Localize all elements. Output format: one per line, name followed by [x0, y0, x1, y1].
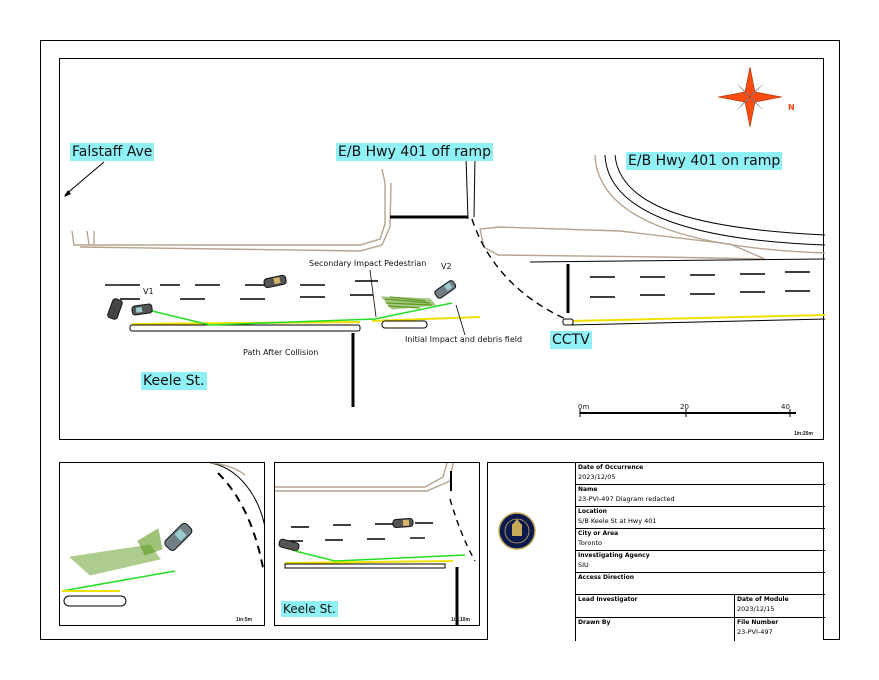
- police-seal: [498, 512, 536, 550]
- label-v2: V2: [441, 262, 452, 271]
- inset-label-keele-st: Keele St.: [281, 601, 338, 617]
- scale-label-end: 40: [781, 403, 790, 411]
- left-median-island: [129, 324, 361, 332]
- label-falstaff-ave: Falstaff Ave: [70, 143, 155, 161]
- tb-date-value: 2023/12/05: [578, 473, 616, 481]
- initial-impact-leader: [455, 304, 466, 336]
- label-v1: V1: [143, 287, 154, 296]
- tb-row-drawn: Drawn By: [576, 618, 735, 641]
- scale-ratio-main: 1in:20m: [794, 431, 813, 437]
- right-road-edge-top: [529, 258, 826, 263]
- falstaff-arrow: [64, 161, 105, 197]
- center-median-island: [381, 320, 428, 329]
- debris-field: [380, 296, 437, 310]
- vehicle-midroad: [263, 274, 287, 289]
- tb-agency-value: SIU: [578, 561, 589, 569]
- north-curb: [71, 168, 392, 252]
- tb-file-label: File Number: [737, 619, 779, 626]
- on-ramp-curb: [594, 154, 826, 254]
- scale-bar: [579, 409, 796, 417]
- scale-label-start: 0m: [578, 403, 590, 411]
- scale-ratio-inset-right: 1in:10m: [451, 617, 470, 623]
- inset-right-panel: Keele St. 1in:10m: [274, 462, 480, 626]
- tb-access-label: Access Direction: [578, 574, 634, 581]
- label-onramp: E/B Hwy 401 on ramp: [626, 152, 783, 170]
- offramp-dashed-edge: [471, 218, 571, 322]
- label-offramp: E/B Hwy 401 off ramp: [336, 143, 494, 161]
- vehicle-v1: [131, 303, 153, 316]
- main-diagram-drawing: [64, 66, 826, 417]
- label-secondary-impact: Secondary Impact Pedestrian: [309, 259, 427, 268]
- compass-rose: [717, 66, 783, 128]
- secondary-impact-leader: [369, 269, 377, 318]
- label-cctv: CCTV: [550, 331, 592, 349]
- tb-city-value: Toronto: [578, 539, 602, 547]
- tb-city-label: City or Area: [578, 530, 619, 537]
- tb-location-value: S/B Keele St at Hwy 401: [578, 517, 657, 525]
- vehicle-parked: [107, 298, 123, 320]
- label-keele-st: Keele St.: [141, 372, 207, 390]
- tb-lead-label: Lead Investigator: [578, 596, 638, 603]
- main-diagram-panel: Falstaff Ave E/B Hwy 401 off ramp E/B Hw…: [59, 58, 826, 440]
- tb-module-date-label: Date of Module: [737, 596, 789, 603]
- tb-name-label: Name: [578, 486, 598, 493]
- seal-area: [488, 463, 576, 641]
- tb-row-access: Access Direction: [576, 573, 825, 595]
- path-after-collision: [151, 302, 453, 326]
- tb-row-lead: Lead Investigator: [576, 595, 735, 618]
- on-ramp-curves: [604, 154, 826, 246]
- tb-name-value: 23-PVI-497 Diagram redacted: [578, 495, 675, 503]
- right-median-island: [562, 318, 574, 326]
- inset-left-drawing: [61, 463, 264, 607]
- label-north: N: [788, 103, 795, 112]
- ramp-island: [479, 226, 766, 260]
- tb-file-value: 23-PVI-497: [737, 628, 773, 636]
- off-ramp-edges: [465, 156, 476, 220]
- tb-drawn-label: Drawn By: [578, 619, 611, 626]
- lane-dashes-right: [590, 271, 810, 298]
- tb-date-label: Date of Occurrence: [578, 464, 644, 471]
- title-block: Date of Occurrence 2023/12/05 Name 23-PV…: [487, 462, 825, 641]
- tb-row-name: Name 23-PVI-497 Diagram redacted: [576, 485, 825, 507]
- scale-ratio-inset-left: 1in:5m: [236, 617, 253, 623]
- label-initial-impact: Initial Impact and debris field: [405, 335, 523, 344]
- tb-row-city: City or Area Toronto: [576, 529, 825, 551]
- inset-right-drawing: [275, 463, 476, 625]
- tb-module-date-value: 2023/12/15: [737, 605, 775, 613]
- tb-row-date: Date of Occurrence 2023/12/05: [576, 463, 825, 485]
- tb-row-location: Location S/B Keele St at Hwy 401: [576, 507, 825, 529]
- vehicle-v2: [434, 280, 457, 299]
- tb-row-agency: Investigating Agency SIU: [576, 551, 825, 573]
- tb-row-module-date: Date of Module 2023/12/15: [735, 595, 825, 618]
- scale-label-mid: 20: [680, 403, 689, 411]
- tb-row-file: File Number 23-PVI-497: [735, 618, 825, 641]
- inset-left-panel: 1in:5m: [59, 462, 265, 626]
- label-path-after-collision: Path After Collision: [243, 348, 319, 357]
- tb-agency-label: Investigating Agency: [578, 552, 650, 559]
- lane-dashes-left: [105, 280, 378, 300]
- tb-location-label: Location: [578, 508, 607, 515]
